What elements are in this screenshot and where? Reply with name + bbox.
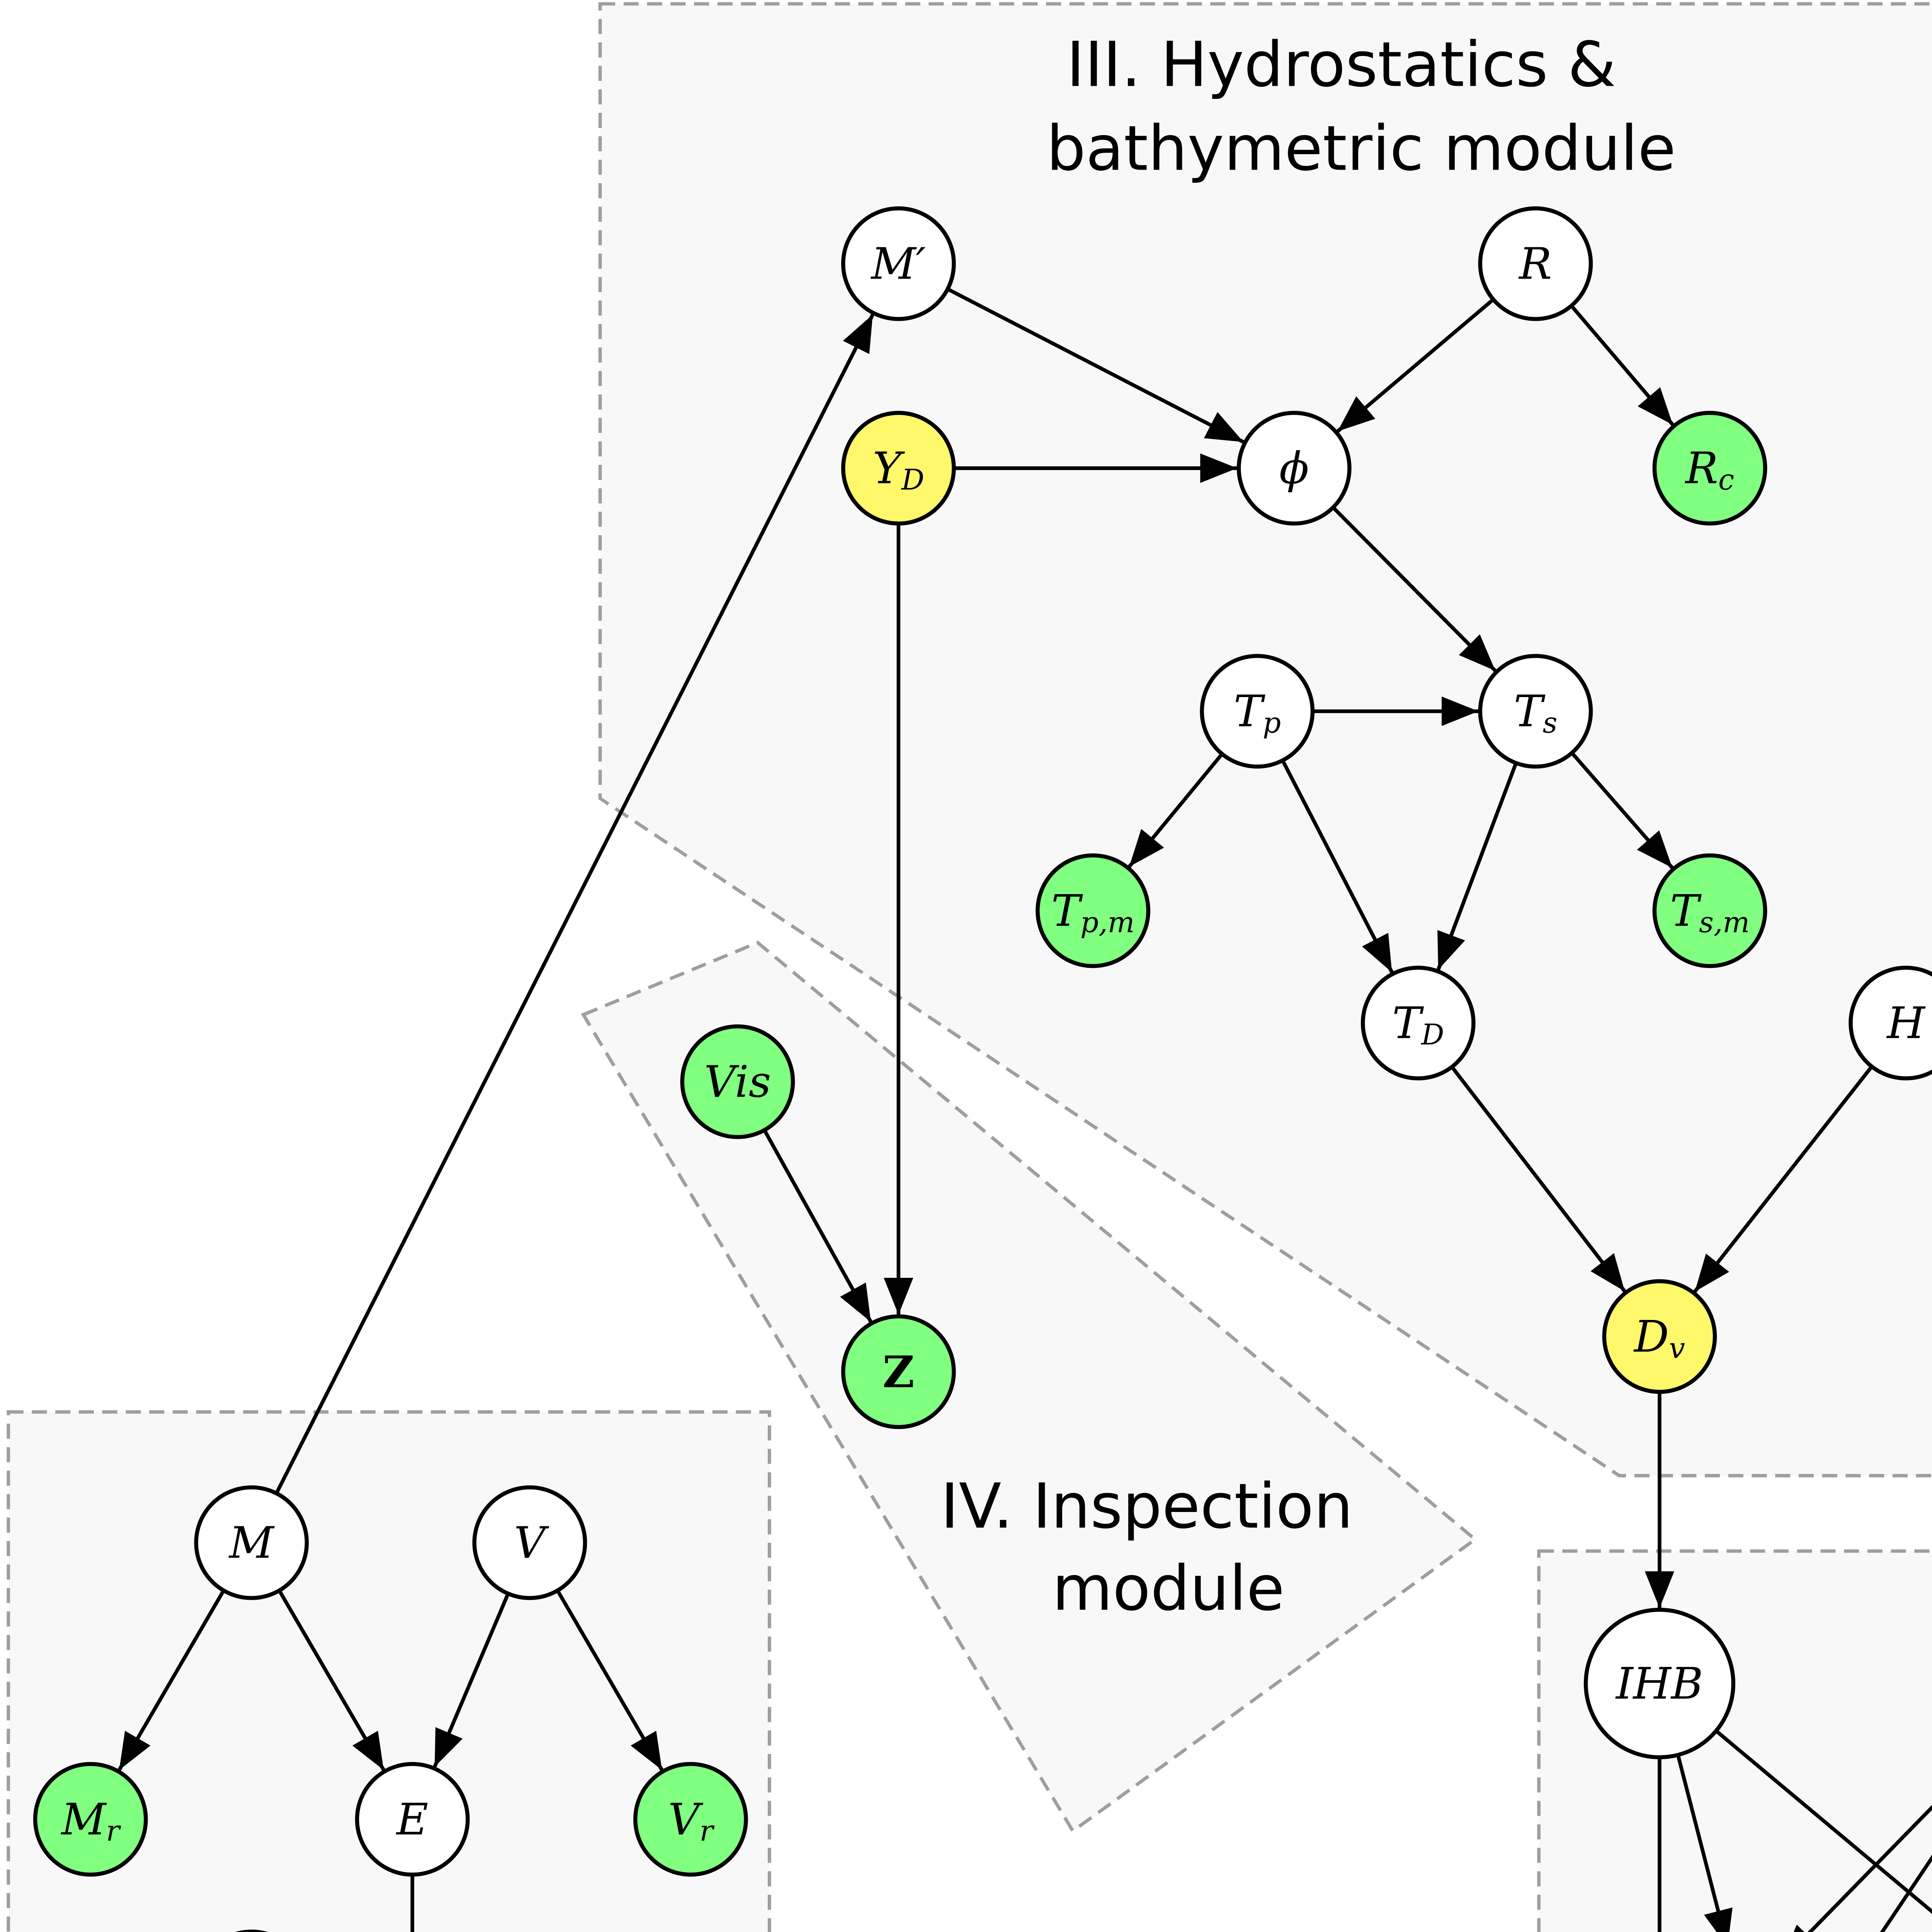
node-circle-latent	[1200, 654, 1315, 769]
node-circle-latent	[472, 1485, 587, 1600]
node-H: H	[1849, 966, 1932, 1080]
edge-IHB-to-WI	[1715, 1729, 1932, 1914]
node-circle-latent	[1361, 966, 1476, 1081]
node-label: Dv	[1633, 1311, 1685, 1365]
edge-Vis-to-Z	[763, 1129, 872, 1323]
node-circle-observed	[1652, 411, 1767, 526]
node-circle-latent	[1478, 654, 1593, 769]
node-label: Z	[883, 1346, 914, 1398]
module-titles: III. Hydrostatics & bathymetric module I…	[940, 29, 1676, 1624]
node-Dv: Dv	[1602, 1279, 1717, 1394]
edge-IHB-to-OS	[1676, 1754, 1733, 1932]
node-label: Rc	[1685, 443, 1734, 497]
node-circle-latent	[1583, 1607, 1735, 1760]
node-label: ϕ	[1279, 443, 1309, 494]
node-circle-observed	[633, 1762, 748, 1877]
node-circle-interface	[1602, 1279, 1717, 1394]
nodes: M′RYDϕRcTpTsTp,mTs,mTDHHrDvVisZMVMrEVrLD…	[33, 206, 1932, 1932]
node-Ts: Ts	[1478, 654, 1593, 769]
node-V: V	[472, 1485, 587, 1600]
module-inspection-region	[581, 940, 1478, 1833]
edge-M-to-Mprime	[275, 313, 874, 1494]
edge-TD-to-Dv	[1450, 1066, 1626, 1293]
node-M: M	[194, 1485, 309, 1600]
edge-LC-to-OS	[1781, 1804, 1932, 1932]
node-circle-observed	[1652, 853, 1767, 968]
edge-H-to-Dv	[1693, 1065, 1873, 1293]
edges	[117, 287, 1932, 1932]
node-label: M′	[871, 238, 926, 289]
node-Mr: Mr	[33, 1762, 148, 1877]
node-circle-interface	[841, 411, 956, 526]
node-circle-observed	[680, 1024, 795, 1139]
edge-Ts-to-Tsm	[1570, 752, 1674, 869]
node-label: Ts,m	[1670, 885, 1750, 939]
node-label: Vr	[668, 1794, 714, 1847]
node-circle-latent	[1849, 966, 1932, 1080]
node-circle-observed	[841, 1314, 956, 1429]
node-label: Mr	[61, 1794, 121, 1847]
node-R: R	[1478, 206, 1593, 321]
node-label: R	[1518, 238, 1552, 289]
node-E: E	[355, 1762, 470, 1877]
node-circle-latent	[1478, 206, 1593, 321]
edge-Tp-to-Tpm	[1128, 753, 1224, 868]
node-label: V	[514, 1517, 549, 1568]
node-label: H	[1886, 998, 1926, 1049]
edge-V-to-E	[433, 1593, 510, 1768]
edge-Tp-to-TD	[1281, 759, 1394, 973]
node-phi: ϕ	[1236, 411, 1352, 526]
node-Mprime: M′	[841, 206, 956, 321]
node-circle-observed	[33, 1762, 148, 1877]
edge-Mprime-to-phi	[947, 287, 1245, 444]
edge-R-to-Rc	[1570, 304, 1674, 426]
node-label: YD	[873, 443, 925, 497]
edge-Ts-to-TD	[1436, 762, 1518, 971]
module-title-inspection: IV. Inspection module	[940, 1470, 1372, 1624]
edge-R-to-phi	[1336, 298, 1495, 433]
node-label: E	[396, 1794, 428, 1845]
edge-phi-to-Ts	[1332, 506, 1497, 672]
node-label: IHB	[1615, 1658, 1703, 1709]
node-label: Tp	[1233, 686, 1281, 740]
node-Tpm: Tp,m	[1036, 853, 1150, 968]
node-label: TD	[1392, 998, 1444, 1051]
node-Z: Z	[841, 1314, 956, 1429]
node-label: M	[228, 1517, 275, 1568]
node-circle-latent	[355, 1762, 470, 1877]
node-Tsm: Ts,m	[1652, 853, 1767, 968]
node-IHB: IHB	[1583, 1607, 1735, 1760]
node-Vr: Vr	[633, 1762, 748, 1877]
node-label: Tp,m	[1051, 885, 1135, 939]
node-Rc: Rc	[1652, 411, 1767, 526]
module-title-hydrostatics: III. Hydrostatics & bathymetric module	[1046, 29, 1676, 185]
node-Tp: Tp	[1200, 654, 1315, 769]
node-circle-latent	[841, 206, 956, 321]
node-label: Vis	[704, 1056, 771, 1107]
node-TD: TD	[1361, 966, 1476, 1081]
node-circle-observed	[1036, 853, 1150, 968]
edge-M-to-E	[277, 1589, 386, 1771]
edge-V-to-Vr	[556, 1589, 664, 1771]
node-YD: YD	[841, 411, 956, 526]
edge-M-to-Mr	[117, 1589, 225, 1771]
node-circle-latent	[194, 1485, 309, 1600]
node-label: Ts	[1514, 686, 1557, 740]
node-Vis: Vis	[680, 1024, 795, 1139]
node-circle-latent	[1236, 411, 1352, 526]
